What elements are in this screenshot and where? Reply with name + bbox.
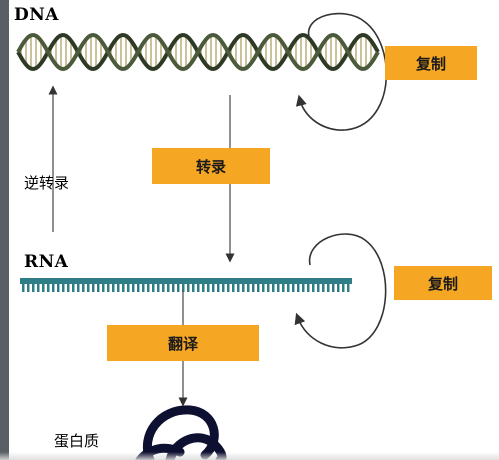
- rna-base: [172, 284, 175, 292]
- rna-base: [27, 284, 30, 292]
- translation-label: 翻译: [167, 334, 198, 353]
- rna-base: [312, 284, 315, 292]
- rna-base: [177, 284, 180, 292]
- rna-base: [227, 284, 230, 292]
- reverse-transcription-label: 逆转录: [24, 174, 70, 192]
- rna-base: [52, 284, 55, 292]
- rna-base: [137, 284, 140, 292]
- rna-base: [47, 284, 50, 292]
- rna-base: [202, 284, 205, 292]
- rna-base: [152, 284, 155, 292]
- rna-base: [122, 284, 125, 292]
- translation-box: 翻译: [107, 325, 259, 361]
- rna-base: [112, 284, 115, 292]
- rna-base: [197, 284, 200, 292]
- rna-base: [262, 284, 265, 292]
- dna-strand-b: [16, 33, 380, 71]
- rna-base: [162, 284, 165, 292]
- rna-base: [327, 284, 330, 292]
- rna-bases: [22, 284, 350, 292]
- rna-base: [167, 284, 170, 292]
- rna-base: [87, 284, 90, 292]
- rna-base: [147, 284, 150, 292]
- rna-base: [142, 284, 145, 292]
- rna-base: [67, 284, 70, 292]
- rna-base: [182, 284, 185, 292]
- rna-replication-loop-arrow: [294, 233, 387, 349]
- dna-label: DNA: [14, 5, 59, 25]
- rna-base: [347, 284, 350, 292]
- transcription-box: 转录: [152, 148, 270, 184]
- rna-base: [72, 284, 75, 292]
- rna-backbone: [20, 278, 352, 284]
- rna-base: [77, 284, 80, 292]
- rna-base: [232, 284, 235, 292]
- rna-base: [102, 284, 105, 292]
- window-edge-bar: [0, 0, 9, 460]
- rna-base: [342, 284, 345, 292]
- rna-base: [322, 284, 325, 292]
- rna-base: [272, 284, 275, 292]
- rna-base: [42, 284, 45, 292]
- rna-base: [332, 284, 335, 292]
- rna-base: [292, 284, 295, 292]
- rna-base: [32, 284, 35, 292]
- rna-base: [22, 284, 25, 292]
- rna-base: [212, 284, 215, 292]
- rna-base: [242, 284, 245, 292]
- rna-base: [97, 284, 100, 292]
- rna-base: [107, 284, 110, 292]
- rna-base: [252, 284, 255, 292]
- rna-base: [282, 284, 285, 292]
- rna-base: [317, 284, 320, 292]
- rna-base: [222, 284, 225, 292]
- rna-base: [132, 284, 135, 292]
- rna-base: [287, 284, 290, 292]
- rna-base: [92, 284, 95, 292]
- dna-replication-label: 复制: [415, 54, 446, 73]
- protein-label: 蛋白质: [54, 432, 100, 450]
- rna-base: [127, 284, 130, 292]
- rna-replication-label: 复制: [427, 274, 458, 293]
- rna-base: [337, 284, 340, 292]
- rna-base: [57, 284, 60, 292]
- rna-base: [277, 284, 280, 292]
- rna-base: [302, 284, 305, 292]
- dna-replication-box: 复制: [385, 46, 477, 80]
- rna-base: [267, 284, 270, 292]
- dna-replication-loop-arrow: [295, 12, 388, 131]
- rna-base: [82, 284, 85, 292]
- rna-base: [207, 284, 210, 292]
- bottom-fade: [0, 452, 499, 460]
- rna-replication-box: 复制: [394, 266, 492, 300]
- rna-base: [237, 284, 240, 292]
- rna-base: [192, 284, 195, 292]
- transcription-label: 转录: [195, 157, 226, 176]
- rna-base: [157, 284, 160, 292]
- rna-base: [247, 284, 250, 292]
- rna-base: [217, 284, 220, 292]
- rna-label: RNA: [24, 252, 69, 272]
- rna-base: [62, 284, 65, 292]
- rna-base: [307, 284, 310, 292]
- rna-base: [37, 284, 40, 292]
- rna-base: [187, 284, 190, 292]
- rna-base: [117, 284, 120, 292]
- rna-base: [297, 284, 300, 292]
- rna-base: [257, 284, 260, 292]
